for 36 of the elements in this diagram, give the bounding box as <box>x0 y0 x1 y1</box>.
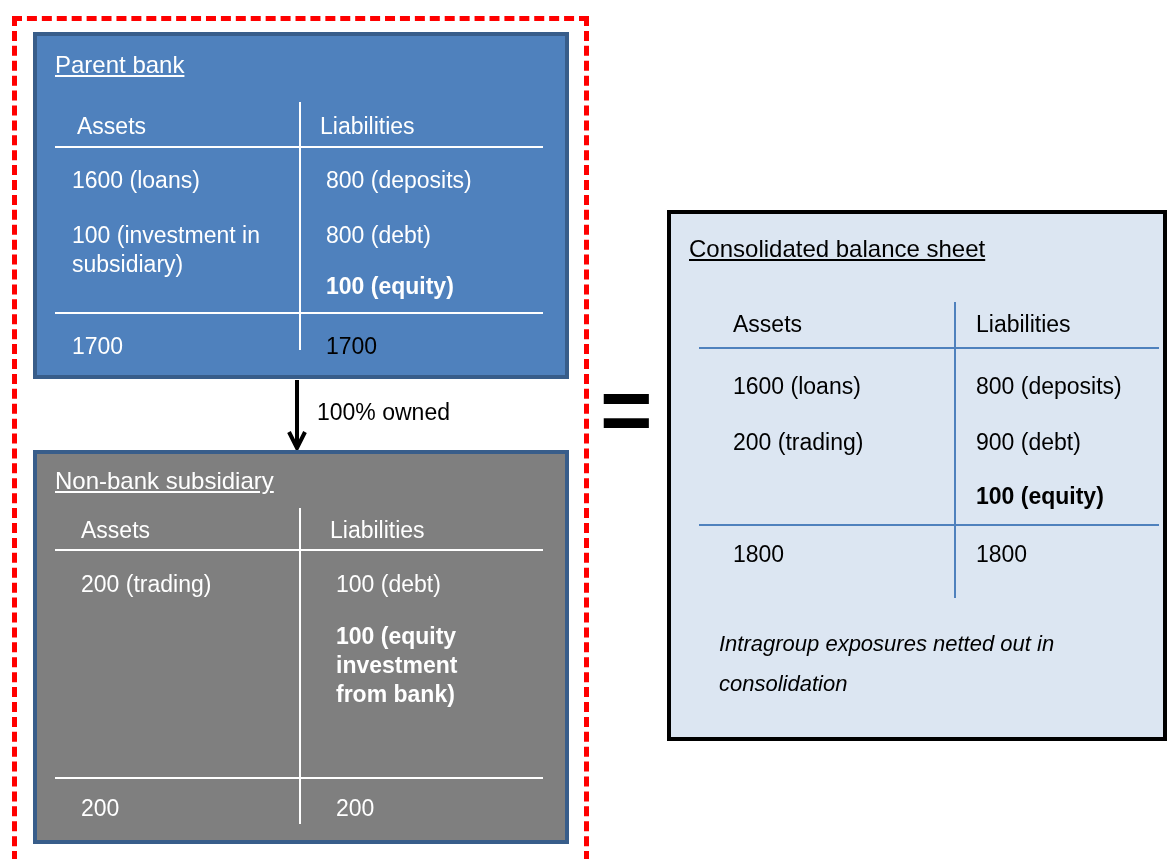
table-cell: 1800 <box>976 540 1028 569</box>
column-header: Assets <box>77 112 147 141</box>
table-cell: 800 (debt) <box>326 221 431 250</box>
table-cell-text: 100 (equity investment from bank) <box>336 622 459 709</box>
column-header: Liabilities <box>330 516 425 545</box>
table-cell: 100 (equity) <box>976 482 1104 511</box>
table-cell: 100 (debt) <box>336 570 441 599</box>
table-cell-text: 100 (investment in subsidiary) <box>72 221 261 279</box>
column-header: Assets <box>81 516 151 545</box>
table-cell: 1700 <box>326 332 378 361</box>
table-cell: 800 (deposits) <box>976 372 1122 401</box>
balance-sheet-panel <box>33 32 569 379</box>
table-heading: Non-bank subsidiary <box>55 466 274 495</box>
table-cell: 200 (trading) <box>81 570 212 599</box>
table-cell: 1700 <box>72 332 124 361</box>
note-text: Intragroup exposures netted out in consolidation <box>719 630 1056 698</box>
equals-sign: = <box>600 360 653 460</box>
table-cell: 1600 (loans) <box>72 166 200 195</box>
table-cell: 900 (debt) <box>976 428 1081 457</box>
edge-label: 100% owned <box>317 398 450 427</box>
column-header: Assets <box>733 310 803 339</box>
arrow <box>287 380 307 450</box>
balance-sheet-panel <box>33 450 569 844</box>
table-cell: 200 (trading) <box>733 428 864 457</box>
column-header: Liabilities <box>320 112 415 141</box>
table-heading: Consolidated balance sheet <box>689 234 986 263</box>
group-outline <box>12 16 589 859</box>
table-heading: Parent bank <box>55 50 185 79</box>
table-cell: 1600 (loans) <box>733 372 861 401</box>
balance-sheet-panel <box>667 210 1167 741</box>
table-cell: 200 <box>81 794 120 823</box>
table-cell: 800 (deposits) <box>326 166 472 195</box>
table-cell: 200 <box>336 794 375 823</box>
table-cell: 100 (equity) <box>326 272 454 301</box>
column-header: Liabilities <box>976 310 1071 339</box>
table-cell: 1800 <box>733 540 785 569</box>
